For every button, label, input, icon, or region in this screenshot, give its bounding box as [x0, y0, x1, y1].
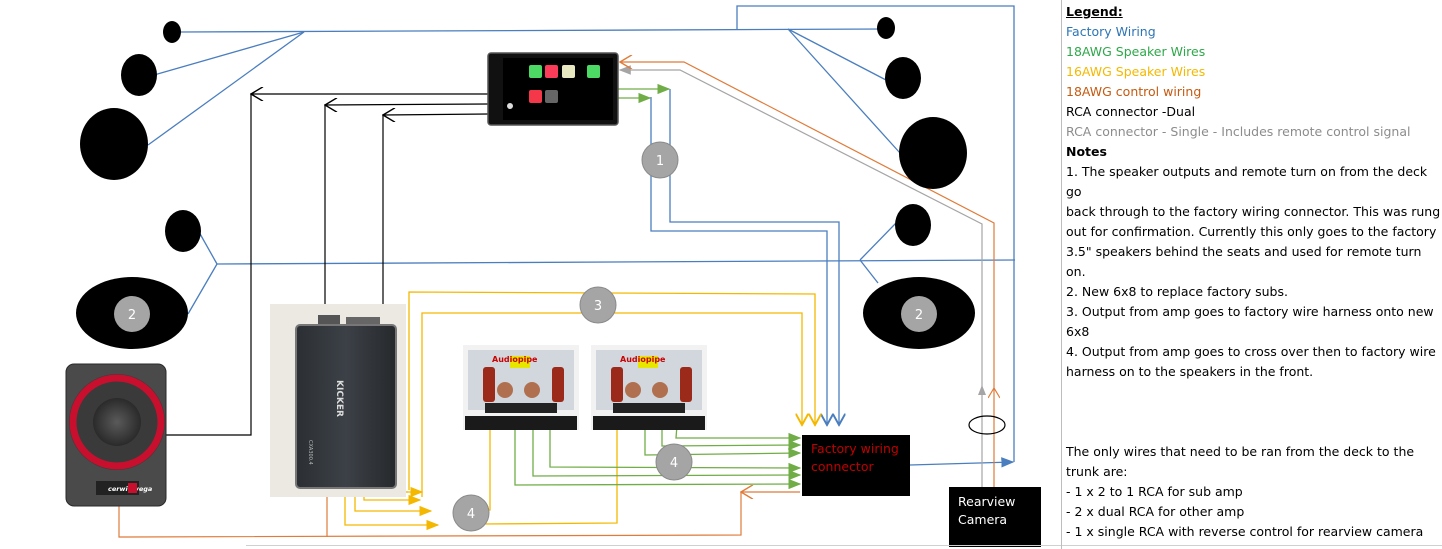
app-now-playing-icon [529, 90, 542, 103]
wiring-diagram: cerwin vega KICKER CXA300.4 Audiopipe Au… [65, 5, 1041, 547]
crossover-brand: Audiopipe [492, 355, 538, 364]
app-av-icon [545, 90, 558, 103]
amplifier-model: CXA300.4 [307, 440, 313, 465]
factory-connector-label-2: connector [811, 459, 874, 474]
legend-18awg-speaker: 18AWG Speaker Wires [1066, 44, 1206, 59]
wires-needed-line: trunk are: [1066, 464, 1128, 479]
note-line: back through to the factory wiring conne… [1066, 204, 1441, 219]
svg-text:4: 4 [670, 456, 678, 471]
subwoofer-enclosure: cerwin vega [65, 363, 167, 507]
svg-text:3: 3 [594, 299, 602, 314]
note-line: 3. Output from amp goes to factory wire … [1066, 304, 1434, 319]
speaker-left-rear [165, 210, 201, 252]
speakers [76, 17, 975, 349]
svg-text:2: 2 [128, 308, 136, 323]
bottom-border [246, 545, 1442, 546]
note-line: 3.5" speakers behind the seats and used … [1066, 244, 1422, 279]
callout-3: 3 [579, 286, 617, 324]
speaker-right-mid [885, 57, 921, 99]
callout-1: 1 [641, 141, 679, 179]
speaker-wires-16awg [344, 291, 815, 531]
camera-label-1: Rearview [958, 494, 1015, 509]
app-messages-icon [587, 65, 600, 78]
crossover-right: Audiopipe [591, 345, 707, 430]
speaker-left-mid [121, 54, 157, 96]
factory-connector-label-1: Factory wiring [811, 441, 899, 456]
app-maps-icon [562, 65, 575, 78]
camera-rca-and-control [618, 62, 1006, 488]
crossover-left: Audiopipe [463, 345, 579, 430]
callout-4-top: 4 [655, 443, 693, 481]
legend-factory-wiring: Factory Wiring [1066, 24, 1156, 39]
speaker-left-woofer [80, 108, 148, 180]
crossover-brand: Audiopipe [620, 355, 666, 364]
svg-text:4: 4 [467, 507, 475, 522]
head-unit [487, 52, 619, 126]
callouts: 1 2 2 3 4 4 [114, 141, 937, 532]
rearview-camera: Rearview Camera [949, 487, 1041, 547]
legend-18awg-control: 18AWG control wiring [1066, 84, 1202, 99]
speaker-left-tweeter [163, 21, 181, 43]
note-line: 6x8 [1066, 324, 1090, 339]
notes-title: Notes [1066, 144, 1107, 159]
note-line: 2. New 6x8 to replace factory subs. [1066, 284, 1288, 299]
svg-text:2: 2 [915, 308, 923, 323]
legend-rca-single: RCA connector - Single - Includes remote… [1066, 124, 1411, 139]
camera-label-2: Camera [958, 512, 1007, 527]
speaker-right-tweeter [877, 17, 895, 39]
legend-panel: Legend: Factory Wiring 18AWG Speaker Wir… [1061, 0, 1442, 549]
speaker-right-woofer [899, 117, 967, 189]
callout-2-left: 2 [114, 296, 150, 332]
legend-title: Legend: [1066, 4, 1123, 19]
factory-wiring-connector: Factory wiring connector [802, 435, 910, 496]
note-line: harness on to the speakers in the front. [1066, 364, 1314, 379]
amplifier-brand: KICKER [334, 380, 344, 417]
note-line: 4. Output from amp goes to cross over th… [1066, 344, 1436, 359]
legend-rca-dual: RCA connector -Dual [1066, 104, 1196, 119]
wires-needed-line: - 1 x single RCA with reverse control fo… [1066, 524, 1424, 539]
cable-bundle-ring [968, 415, 1006, 435]
wires-needed-line: The only wires that need to be ran from … [1066, 444, 1415, 459]
speaker-right-rear [895, 204, 931, 246]
app-phone-icon [529, 65, 542, 78]
svg-text:1: 1 [656, 154, 664, 169]
note-line: 1. The speaker outputs and remote turn o… [1066, 164, 1428, 199]
wires-needed-line: - 2 x dual RCA for other amp [1066, 504, 1245, 519]
callout-4-bottom: 4 [452, 494, 490, 532]
note-line: out for confirmation. Currently this onl… [1066, 224, 1437, 239]
rca-dual-wiring [155, 94, 489, 436]
legend-16awg-speaker: 16AWG Speaker Wires [1066, 64, 1206, 79]
amplifier: KICKER CXA300.4 [270, 304, 406, 497]
app-music-icon [545, 65, 558, 78]
callout-2-right: 2 [901, 296, 937, 332]
wires-needed-line: - 1 x 2 to 1 RCA for sub amp [1066, 484, 1243, 499]
